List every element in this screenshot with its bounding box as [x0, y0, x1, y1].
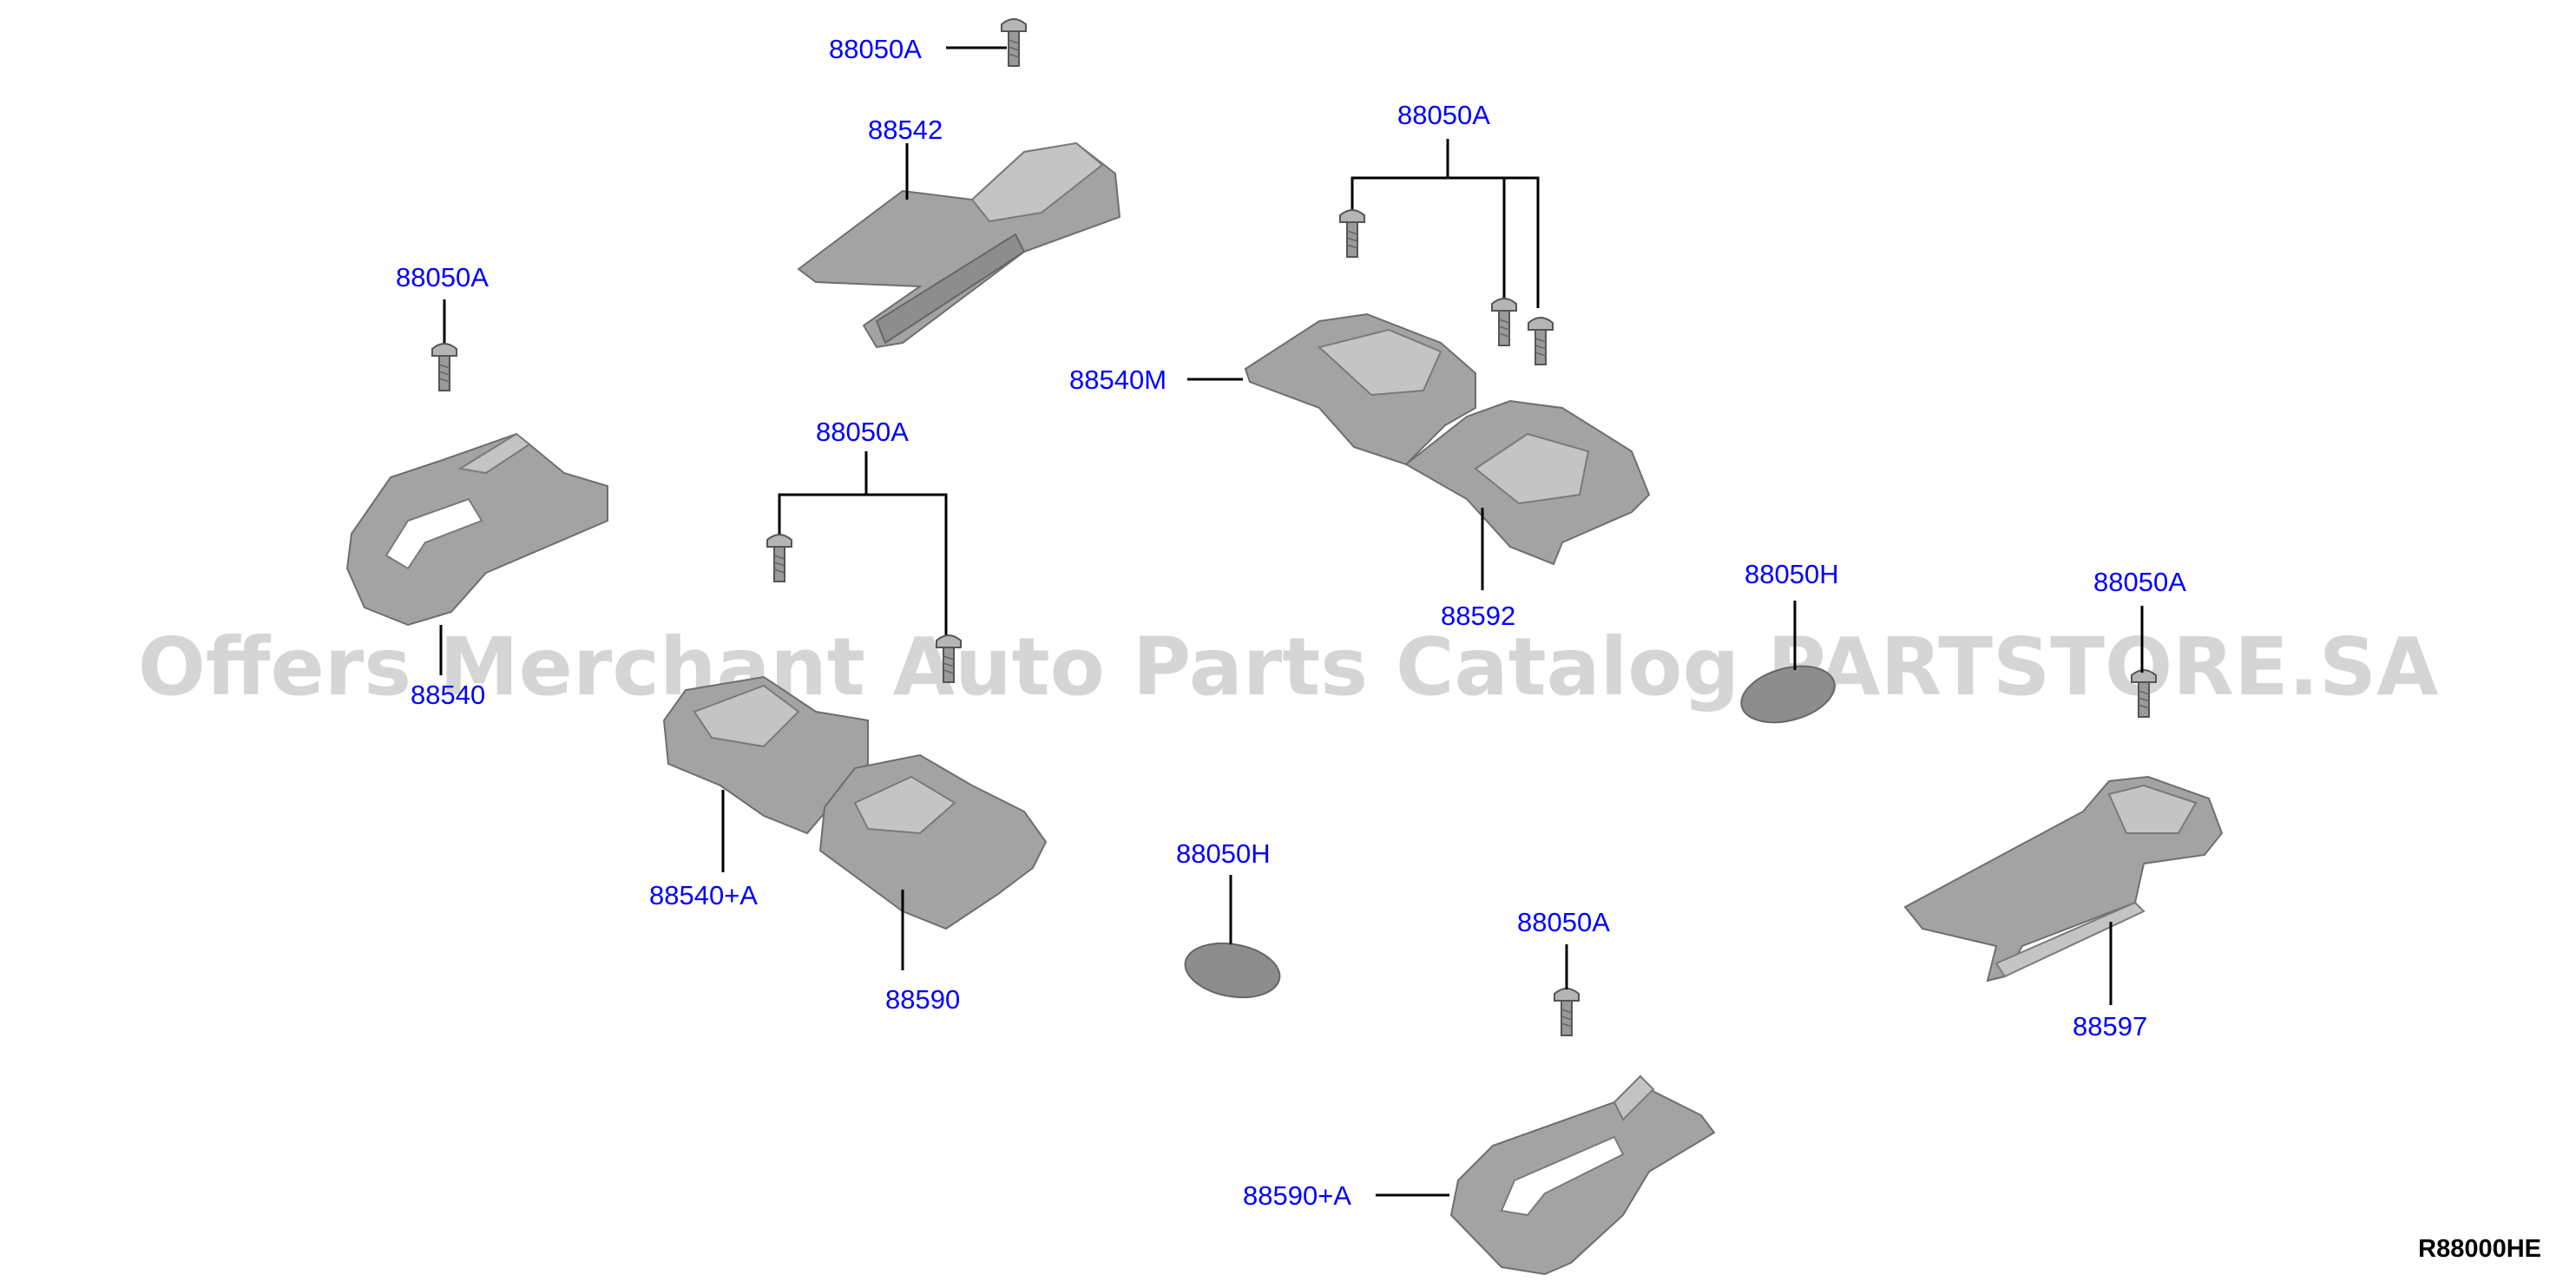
- part-88542[interactable]: 88542: [797, 115, 1121, 349]
- bolt-left[interactable]: 88050A: [396, 262, 489, 391]
- label-bolt-group-center[interactable]: 88050A: [816, 417, 909, 447]
- label-bolt-group-right[interactable]: 88050A: [1397, 100, 1490, 130]
- bolt-bottom[interactable]: 88050A: [1517, 907, 1610, 1036]
- part-88540A[interactable]: 88540+A: [649, 675, 869, 910]
- bolt-far-right[interactable]: 88050A: [2093, 567, 2186, 718]
- bolt-icon: [1339, 209, 1365, 258]
- bolt-icon: [1001, 18, 1027, 67]
- bolt-icon: [1491, 298, 1517, 346]
- label-88540A[interactable]: 88540+A: [649, 880, 758, 910]
- part-88592[interactable]: 88592: [1404, 399, 1651, 631]
- bolt-icon: [766, 534, 792, 582]
- bolt-group-center[interactable]: 88050A: [766, 417, 962, 683]
- cap-center[interactable]: 88050H: [1176, 838, 1284, 1004]
- label-bolt-left[interactable]: 88050A: [396, 262, 489, 292]
- part-88540M[interactable]: 88540M: [1069, 312, 1476, 466]
- label-bolt-bottom[interactable]: 88050A: [1517, 907, 1610, 937]
- cap-right[interactable]: 88050H: [1735, 559, 1841, 732]
- label-cap-right[interactable]: 88050H: [1745, 559, 1839, 589]
- label-88540[interactable]: 88540: [411, 680, 485, 710]
- bolt-group-right[interactable]: 88050A: [1339, 100, 1554, 365]
- label-88542[interactable]: 88542: [868, 115, 943, 145]
- label-88590[interactable]: 88590: [885, 984, 960, 1015]
- bolt-icon: [1528, 317, 1554, 365]
- label-bolt-top[interactable]: 88050A: [829, 34, 922, 64]
- bolt-top[interactable]: 88050A: [829, 18, 1027, 67]
- label-bolt-far-right[interactable]: 88050A: [2093, 567, 2186, 597]
- watermark-text: Offers Merchant Auto Parts Catalog PARTS…: [138, 621, 2439, 713]
- label-88592[interactable]: 88592: [1441, 601, 1515, 631]
- part-88540[interactable]: 88540: [345, 432, 608, 710]
- label-88590A[interactable]: 88590+A: [1243, 1180, 1351, 1211]
- part-88590A[interactable]: 88590+A: [1243, 1074, 1716, 1276]
- diagram-code: R88000HE: [2418, 1235, 2541, 1263]
- label-cap-center[interactable]: 88050H: [1176, 838, 1271, 869]
- label-88540M[interactable]: 88540M: [1069, 365, 1166, 395]
- bolt-icon: [1554, 988, 1580, 1036]
- part-88597[interactable]: 88597: [1903, 775, 2224, 1042]
- bolt-icon: [431, 343, 457, 391]
- label-88597[interactable]: 88597: [2073, 1011, 2147, 1042]
- part-88590[interactable]: 88590: [818, 753, 1048, 1015]
